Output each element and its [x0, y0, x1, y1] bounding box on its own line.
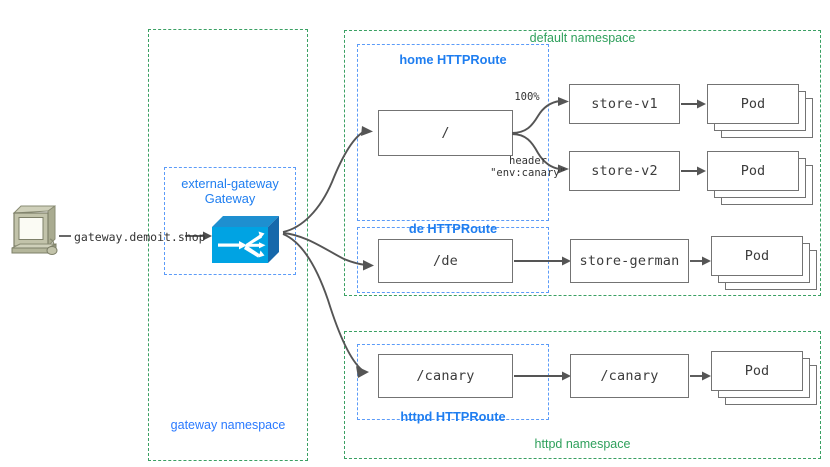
match-path-de-box: /de — [378, 239, 513, 283]
header-match-line1: header — [509, 155, 547, 167]
service-store-v1-box: store-v1 — [569, 84, 680, 124]
namespace-default-label: default namespace — [529, 31, 636, 45]
pod-stack-canary: Pod — [711, 351, 819, 409]
de-route-to-service-arrow — [514, 256, 571, 266]
pod-stack-store-v2: Pod — [707, 151, 815, 209]
namespace-default-box — [344, 30, 821, 296]
pod-box: Pod — [711, 351, 803, 391]
gateway-title: external-gateway Gateway — [164, 176, 296, 206]
httpd-route-to-service-arrow — [514, 371, 571, 381]
pod-box: Pod — [707, 151, 799, 191]
canary-to-pod-arrow — [690, 371, 711, 381]
route-home-box — [357, 44, 549, 221]
pod-box: Pod — [711, 236, 803, 276]
gateway-name-line1: external-gateway — [181, 176, 279, 191]
route-httpd-box — [357, 344, 549, 420]
namespace-httpd-label: httpd namespace — [534, 437, 631, 451]
store-german-to-pod-arrow — [690, 256, 711, 266]
route-de-box — [357, 227, 549, 293]
home-route-header-match-label: header "env:canary" — [478, 155, 578, 179]
service-store-v2-box: store-v2 — [569, 151, 680, 191]
gateway-container-box — [164, 167, 296, 275]
store-v2-to-pod-arrow — [681, 166, 706, 176]
client-to-gateway-connector — [59, 231, 212, 241]
pod-box: Pod — [707, 84, 799, 124]
header-match-line2: "env:canary" — [490, 167, 566, 179]
namespace-httpd-box — [344, 331, 821, 459]
gateway-name-line2: Gateway — [204, 191, 256, 206]
client-hostname-label: gateway.demoit.shop — [74, 230, 206, 244]
desktop-computer-icon — [11, 205, 58, 255]
namespace-gateway-box — [148, 29, 308, 461]
gateway-fanout-arrows — [282, 126, 374, 378]
pod-stack-store-v1: Pod — [707, 84, 815, 142]
pod-stack-store-german: Pod — [711, 236, 819, 294]
route-de-label: de HTTPRoute — [408, 221, 498, 236]
home-route-weight-label: 100% — [514, 91, 540, 103]
namespace-gateway-label: gateway namespace — [170, 418, 286, 432]
match-path-root-box: / — [378, 110, 513, 156]
service-canary-box: /canary — [570, 354, 689, 398]
router-gateway-icon — [212, 216, 279, 263]
route-home-label: home HTTPRoute — [399, 52, 507, 67]
service-store-german-box: store-german — [570, 239, 689, 283]
route-httpd-label: httpd HTTPRoute — [400, 409, 506, 424]
match-path-canary-box: /canary — [378, 354, 513, 398]
store-v1-to-pod-arrow — [681, 99, 706, 109]
home-route-split-arrows — [511, 97, 569, 174]
